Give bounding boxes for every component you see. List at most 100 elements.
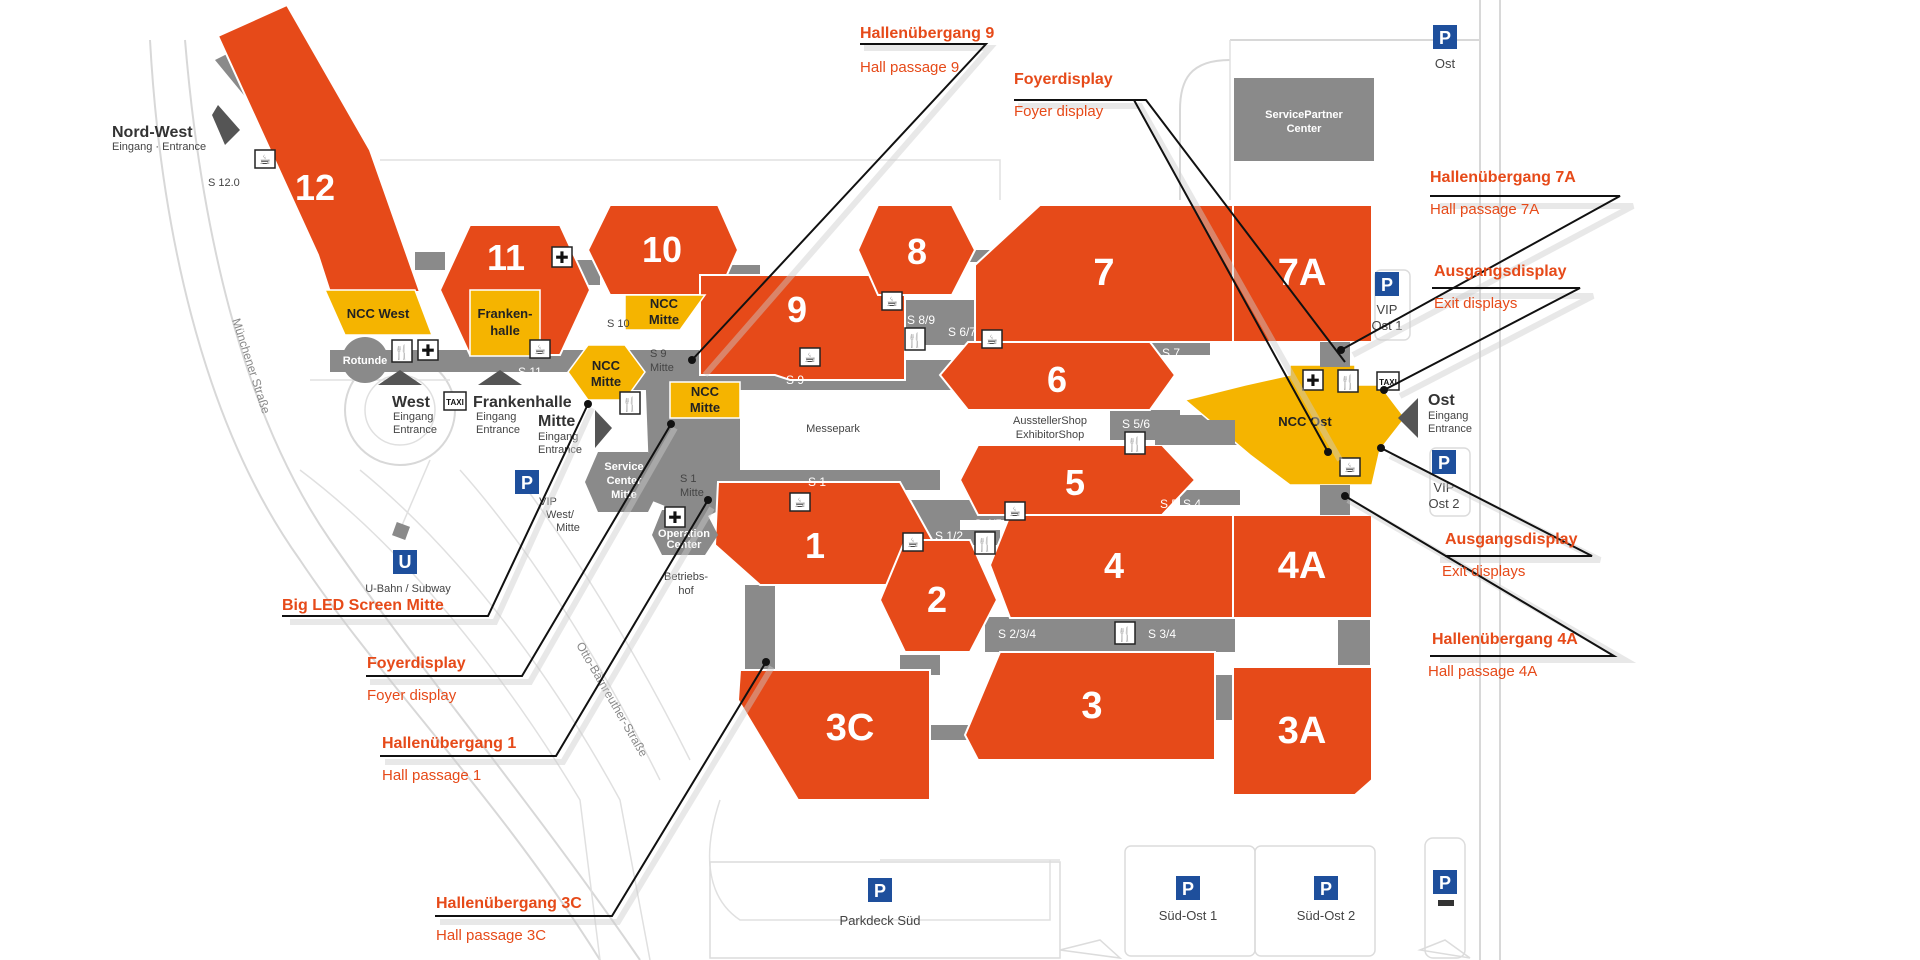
parking-icon-bus-letter: P xyxy=(1439,873,1451,893)
leader-hallenuebergang-9 xyxy=(691,43,989,361)
svg-text:☕: ☕ xyxy=(259,153,271,168)
service-partner-label-2: Center xyxy=(1287,123,1323,135)
corridor-s4: S 4 xyxy=(1183,497,1201,511)
entrances: Nord-West Eingang · Entrance West Eingan… xyxy=(112,105,1472,456)
hall-4a-label: 4A xyxy=(1278,545,1327,587)
aussteller-shop-label: AusstellerShop xyxy=(1013,415,1087,427)
ncc-mitte-top-label-1: NCC xyxy=(650,296,679,311)
ncc-mitte-bottom xyxy=(669,381,741,419)
ncc-mitte-top xyxy=(624,294,707,331)
parking-vip-west-label-2: West/ xyxy=(546,509,575,521)
service-icons: ☕ ☕ ☕ ☕ ☕ ☕ ☕ ☕ ☕ 🍴 🍴 🍴 🍴 🍴 🍴 🍴 ✚ ✚ ✚ ✚ … xyxy=(254,149,1400,645)
street-muenchener: Münchener Straße xyxy=(229,317,273,416)
parking-icon-vip-ost2-letter: P xyxy=(1438,453,1450,473)
hall-6 xyxy=(938,341,1177,411)
svg-text:🍴: 🍴 xyxy=(393,344,410,361)
leader-ausgangsdisplay-bottom xyxy=(1380,447,1593,557)
leader-big-led xyxy=(282,403,589,617)
svg-text:🍴: 🍴 xyxy=(1126,436,1143,453)
ncc-ost-link-top xyxy=(1320,342,1350,367)
entrance-west-sub-1: Eingang xyxy=(393,411,433,423)
ncc-mitte-bottom-label-1: NCC xyxy=(691,384,720,399)
svg-text:🍴: 🍴 xyxy=(906,332,923,349)
service-center-label-2: Center xyxy=(607,475,643,487)
betriebshof-label-1: Betriebs- xyxy=(664,571,708,583)
svg-text:🍴: 🍴 xyxy=(1116,626,1133,643)
corridor-s9: S 9 xyxy=(786,373,804,387)
coffee-icon: ☕ xyxy=(529,339,551,359)
svg-text:☕: ☕ xyxy=(986,333,998,348)
hall-7-label: 7 xyxy=(1093,252,1114,294)
leader-hallenuebergang-4a xyxy=(1344,495,1618,657)
svg-text:☕: ☕ xyxy=(907,536,919,551)
parking-icon-vip-ost1-letter: P xyxy=(1381,275,1393,295)
hall-1-label: 1 xyxy=(805,525,825,566)
entrance-ost-arrow xyxy=(1398,398,1418,438)
corridor-s67: S 6/7 xyxy=(948,325,976,339)
parking-icon-vip-ost1 xyxy=(1375,272,1399,296)
parking-plots xyxy=(709,269,1471,960)
ncc-mitte-bottom-label-2: Mitte xyxy=(690,400,720,415)
street-otto: Otto-Bärnreuther-Straße xyxy=(573,640,650,760)
service-center-mitte xyxy=(585,452,663,512)
coffee-icon: ☕ xyxy=(981,329,1003,349)
parking-vip-ost2-label-2: Ost 2 xyxy=(1428,496,1459,511)
entrance-mitte-title: Mitte xyxy=(538,413,575,430)
ubahn-label: U-Bahn / Subway xyxy=(365,583,451,595)
corridor-s7: S 7 xyxy=(1162,346,1180,360)
corridor-s89: S 8/9 xyxy=(907,313,935,327)
parking-sued-ost1-label: Süd-Ost 1 xyxy=(1159,908,1218,923)
first-aid-icon: ✚ xyxy=(551,246,573,268)
svg-text:✚: ✚ xyxy=(668,508,681,527)
parking: P Ost P VIP Ost 1 P VIP Ost 2 P VIP West… xyxy=(515,25,1460,928)
ubahn-icon xyxy=(393,550,417,574)
corridor-s45: S 4/5 xyxy=(974,517,1002,531)
callout-foyerdisplay-left: Foyerdisplay xyxy=(367,655,466,672)
hall-3a xyxy=(1232,666,1373,796)
callout-foyer-display-left: Foyer display xyxy=(367,687,457,704)
restaurant-icon: 🍴 xyxy=(974,531,996,555)
callout-hallenuebergang-3c: Hallenübergang 3C xyxy=(436,895,582,912)
leader-ausgangsdisplay-top xyxy=(1383,287,1581,391)
corridor-s234: S 2/3/4 xyxy=(998,627,1036,641)
service-partner-center xyxy=(1234,78,1374,161)
hall-4 xyxy=(988,514,1234,619)
parking-parkdeck-sued-label: Parkdeck Süd xyxy=(840,913,921,928)
hall-8 xyxy=(856,204,977,296)
corridor-s1: S 1 xyxy=(808,475,826,489)
ncc-west xyxy=(323,289,434,336)
parking-icon-vip-ost2 xyxy=(1432,450,1456,474)
corridor-s10: S 10 xyxy=(607,318,630,330)
callout-hall-passage-3c: Hall passage 3C xyxy=(436,927,546,944)
entrance-frankenhalle-title: Frankenhalle xyxy=(473,394,572,411)
entrance-nord-west-sub: Eingang · Entrance xyxy=(112,141,206,153)
frankenhalle xyxy=(469,289,541,357)
hall-8-label: 8 xyxy=(907,231,927,272)
restaurant-icon: 🍴 xyxy=(1124,431,1146,455)
first-aid-icon: ✚ xyxy=(417,339,439,361)
operation-center-label-2: Center xyxy=(667,539,703,551)
corridor-s9-mitte-1: S 9 xyxy=(650,348,667,360)
callout-hall-passage-4a: Hall passage 4A xyxy=(1428,663,1537,680)
parking-icon-sued-ost1-letter: P xyxy=(1182,879,1194,899)
svg-text:✚: ✚ xyxy=(1306,371,1319,390)
entrance-west-title: West xyxy=(392,394,431,411)
ncc-west-label: NCC West xyxy=(347,306,410,321)
svg-text:☕: ☕ xyxy=(804,351,816,366)
betriebshof-label-2: hof xyxy=(678,585,694,597)
svg-text:🍴: 🍴 xyxy=(976,536,993,553)
hall-12-label: 12 xyxy=(295,167,335,208)
entrance-mitte-arrow xyxy=(595,410,612,448)
entrance-nord-west-arrow xyxy=(212,105,240,145)
callout-hallenuebergang-1: Hallenübergang 1 xyxy=(382,735,516,752)
svg-text:☕: ☕ xyxy=(1009,505,1021,520)
bus-parking-icon xyxy=(1438,900,1454,906)
hall-11-label: 11 xyxy=(487,237,525,278)
entrance-west-sub-2: Entrance xyxy=(393,424,437,436)
restaurant-icon: 🍴 xyxy=(904,327,926,351)
ubahn-station xyxy=(392,522,410,540)
ubahn-icon-letter: U xyxy=(399,552,412,572)
entrance-nord-west-title: Nord-West xyxy=(112,124,193,141)
hall-7a-label: 7A xyxy=(1278,252,1327,294)
hall-2 xyxy=(878,539,999,653)
